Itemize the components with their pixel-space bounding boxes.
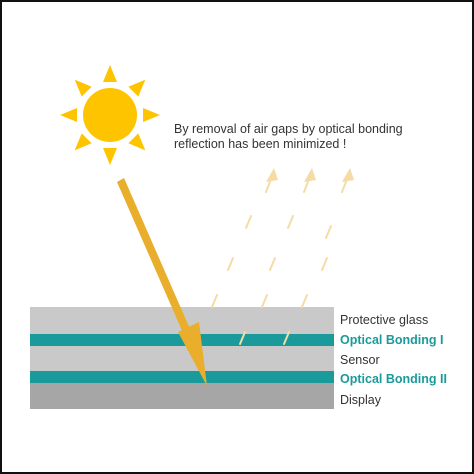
label-optical-bonding-2: Optical Bonding II — [340, 372, 447, 386]
label-optical-bonding-1: Optical Bonding I — [340, 333, 444, 347]
reflected-light-arrows — [211, 173, 350, 345]
sun-ray — [128, 79, 146, 97]
layer-sensor — [30, 346, 334, 371]
layer-optical-bonding-2 — [30, 371, 334, 383]
reflected-arrowheads — [266, 168, 354, 182]
layer-optical-bonding-1 — [30, 334, 334, 346]
sun-ray — [143, 108, 160, 122]
sun-ray — [74, 133, 92, 151]
sun-ray — [128, 133, 146, 151]
sun-ray — [103, 65, 117, 82]
incident-light-arrow — [117, 178, 207, 386]
layer-display — [30, 383, 334, 409]
sun-ray — [74, 79, 92, 97]
sun-ray — [103, 148, 117, 165]
label-protective-glass: Protective glass — [340, 313, 429, 327]
sun-ray — [60, 108, 77, 122]
caption: By removal of air gaps by optical bondin… — [174, 122, 424, 152]
label-display: Display — [340, 393, 381, 407]
caption-line-2: reflection has been minimized ! — [174, 137, 347, 151]
sun-icon — [60, 65, 160, 165]
label-sensor: Sensor — [340, 353, 380, 367]
caption-line-1: By removal of air gaps by optical bondin… — [174, 122, 403, 136]
